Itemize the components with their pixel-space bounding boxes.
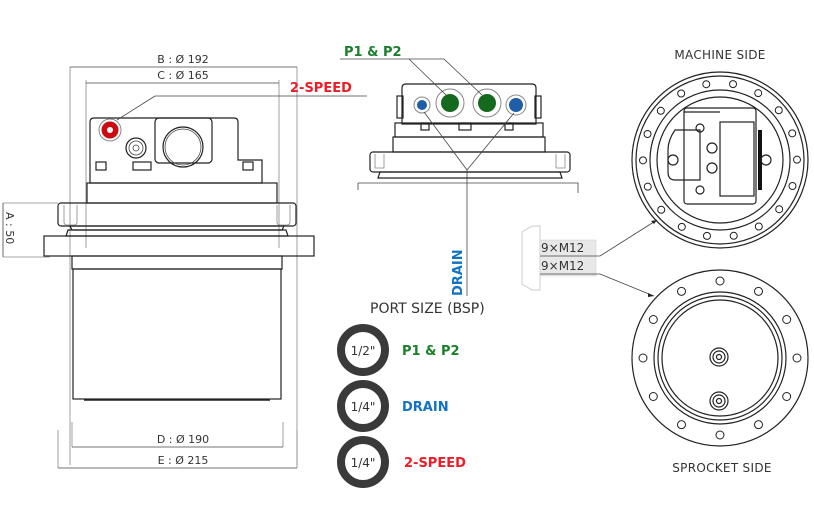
port-block <box>401 83 537 125</box>
bolt-spec-top: 9×M12 <box>541 241 584 255</box>
bolt-hole <box>729 231 738 240</box>
valve-block <box>89 117 263 184</box>
bolt-hole <box>702 231 711 240</box>
drain-callout: DRAIN <box>451 249 466 296</box>
bolt-hole <box>729 80 738 89</box>
upper-flange <box>57 202 297 227</box>
port-size-value: 1/4" <box>351 400 376 414</box>
p1p2-callout: P1 & P2 <box>344 45 402 60</box>
bolt-hole <box>715 276 725 286</box>
bolt-hole <box>788 182 797 191</box>
bolt-hole <box>677 222 686 231</box>
two-speed-callout: 2-SPEED <box>290 81 352 96</box>
port-size-title: PORT SIZE (BSP) <box>370 301 485 317</box>
bolt-hole <box>792 353 802 363</box>
p2-port <box>478 94 496 112</box>
dim-e-label: E : Ø 215 <box>158 454 209 467</box>
bolt-detail: 9×M12 9×M12 <box>521 219 658 297</box>
dim-b-label: B : Ø 192 <box>157 53 208 66</box>
bolt-hole <box>788 129 797 138</box>
bolt-hole <box>754 89 763 98</box>
bolt-hole <box>643 182 652 191</box>
machine-side-view: MACHINE SIDE <box>631 48 809 249</box>
sprocket-side-view: SPROCKET SIDE <box>631 269 809 475</box>
lower-flange <box>43 235 315 257</box>
bolt-hole <box>715 430 725 440</box>
bolt-hole <box>677 89 686 98</box>
drain-port-right <box>509 98 523 112</box>
bolt-hole <box>754 286 763 296</box>
port-size-item: 1/4" 2-SPEED <box>337 436 466 488</box>
bolt-hole <box>638 353 648 363</box>
bolt-hole <box>782 315 792 324</box>
front-view: B : Ø 192 C : Ø 165 D : Ø 190 E : Ø 215 … <box>2 53 367 469</box>
bolt-hole <box>775 205 784 214</box>
bolt-hole <box>792 155 801 164</box>
bolt-hole <box>677 286 686 296</box>
bolt-hole <box>677 420 686 430</box>
side-view: P1 & P2 DRAIN <box>340 45 579 296</box>
bolt-hole <box>754 222 763 231</box>
port-size-value: 1/2" <box>351 344 376 358</box>
dim-d-label: D : Ø 190 <box>157 433 209 446</box>
bolt-hole <box>702 80 711 89</box>
port-size-value: 1/4" <box>351 456 376 470</box>
motor-housing <box>72 268 282 400</box>
bolt-hole <box>648 392 658 401</box>
p1-port <box>441 94 459 112</box>
port-ring-icon <box>337 436 389 488</box>
bolt-hole <box>639 156 648 165</box>
port-size-item: 1/4" DRAIN <box>337 380 449 432</box>
machine-side-title: MACHINE SIDE <box>674 48 765 62</box>
bolt-hole <box>754 420 763 430</box>
port-ring-icon <box>337 380 389 432</box>
bolt-hole <box>774 106 783 115</box>
port-size-label: 2-SPEED <box>404 456 466 471</box>
port-size-label: DRAIN <box>402 400 449 415</box>
port-size-legend: PORT SIZE (BSP) 1/2" P1 & P2 1/4" DRAIN … <box>337 301 485 488</box>
bolt-hole <box>656 106 665 115</box>
dim-c-label: C : Ø 165 <box>157 69 209 82</box>
drain-port-left <box>417 100 427 110</box>
bolt-hole <box>643 129 652 138</box>
dim-a-label: A : 50 <box>3 212 16 244</box>
bolt-hole <box>648 315 658 324</box>
port-ring-icon <box>337 324 389 376</box>
bolt-hole <box>782 392 792 401</box>
port-size-item: 1/2" P1 & P2 <box>337 324 460 376</box>
bolt-hole <box>657 205 666 214</box>
port-size-label: P1 & P2 <box>402 344 460 359</box>
bolt-spec-bottom: 9×M12 <box>541 259 584 273</box>
sprocket-side-title: SPROCKET SIDE <box>672 461 772 475</box>
